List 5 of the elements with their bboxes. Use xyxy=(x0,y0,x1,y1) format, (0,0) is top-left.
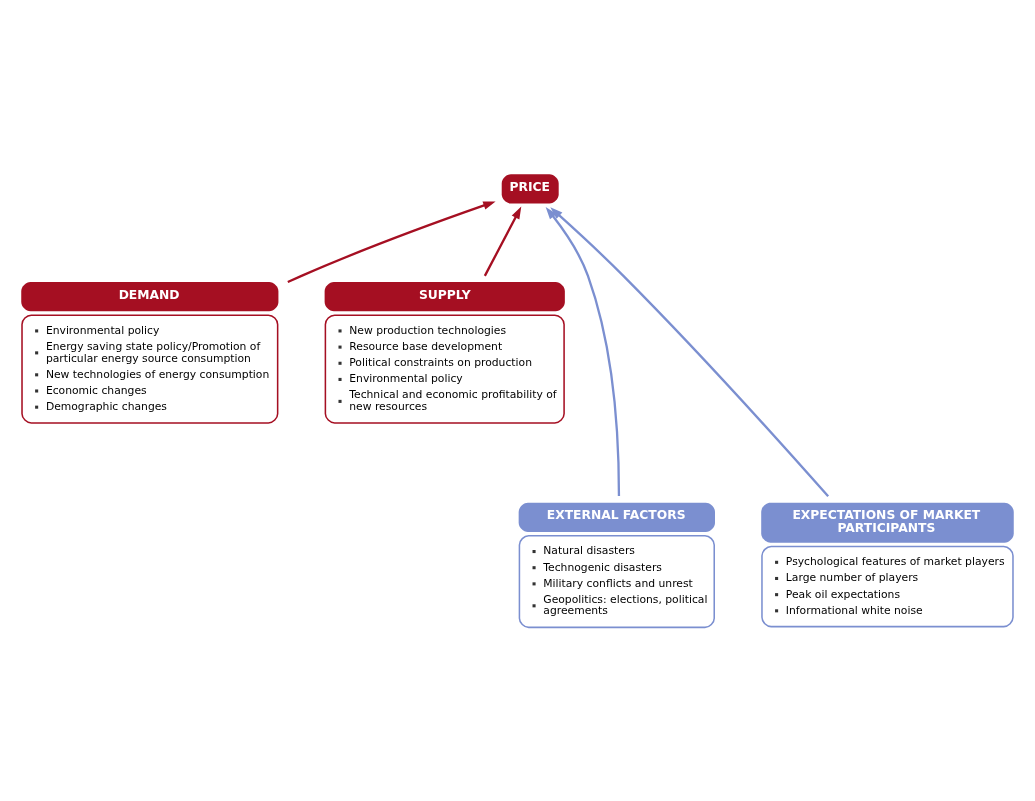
arrow xyxy=(550,206,830,497)
node-box: PRICE xyxy=(501,173,559,203)
arrow xyxy=(545,206,621,496)
arrow xyxy=(483,206,522,276)
arrow xyxy=(287,200,496,283)
